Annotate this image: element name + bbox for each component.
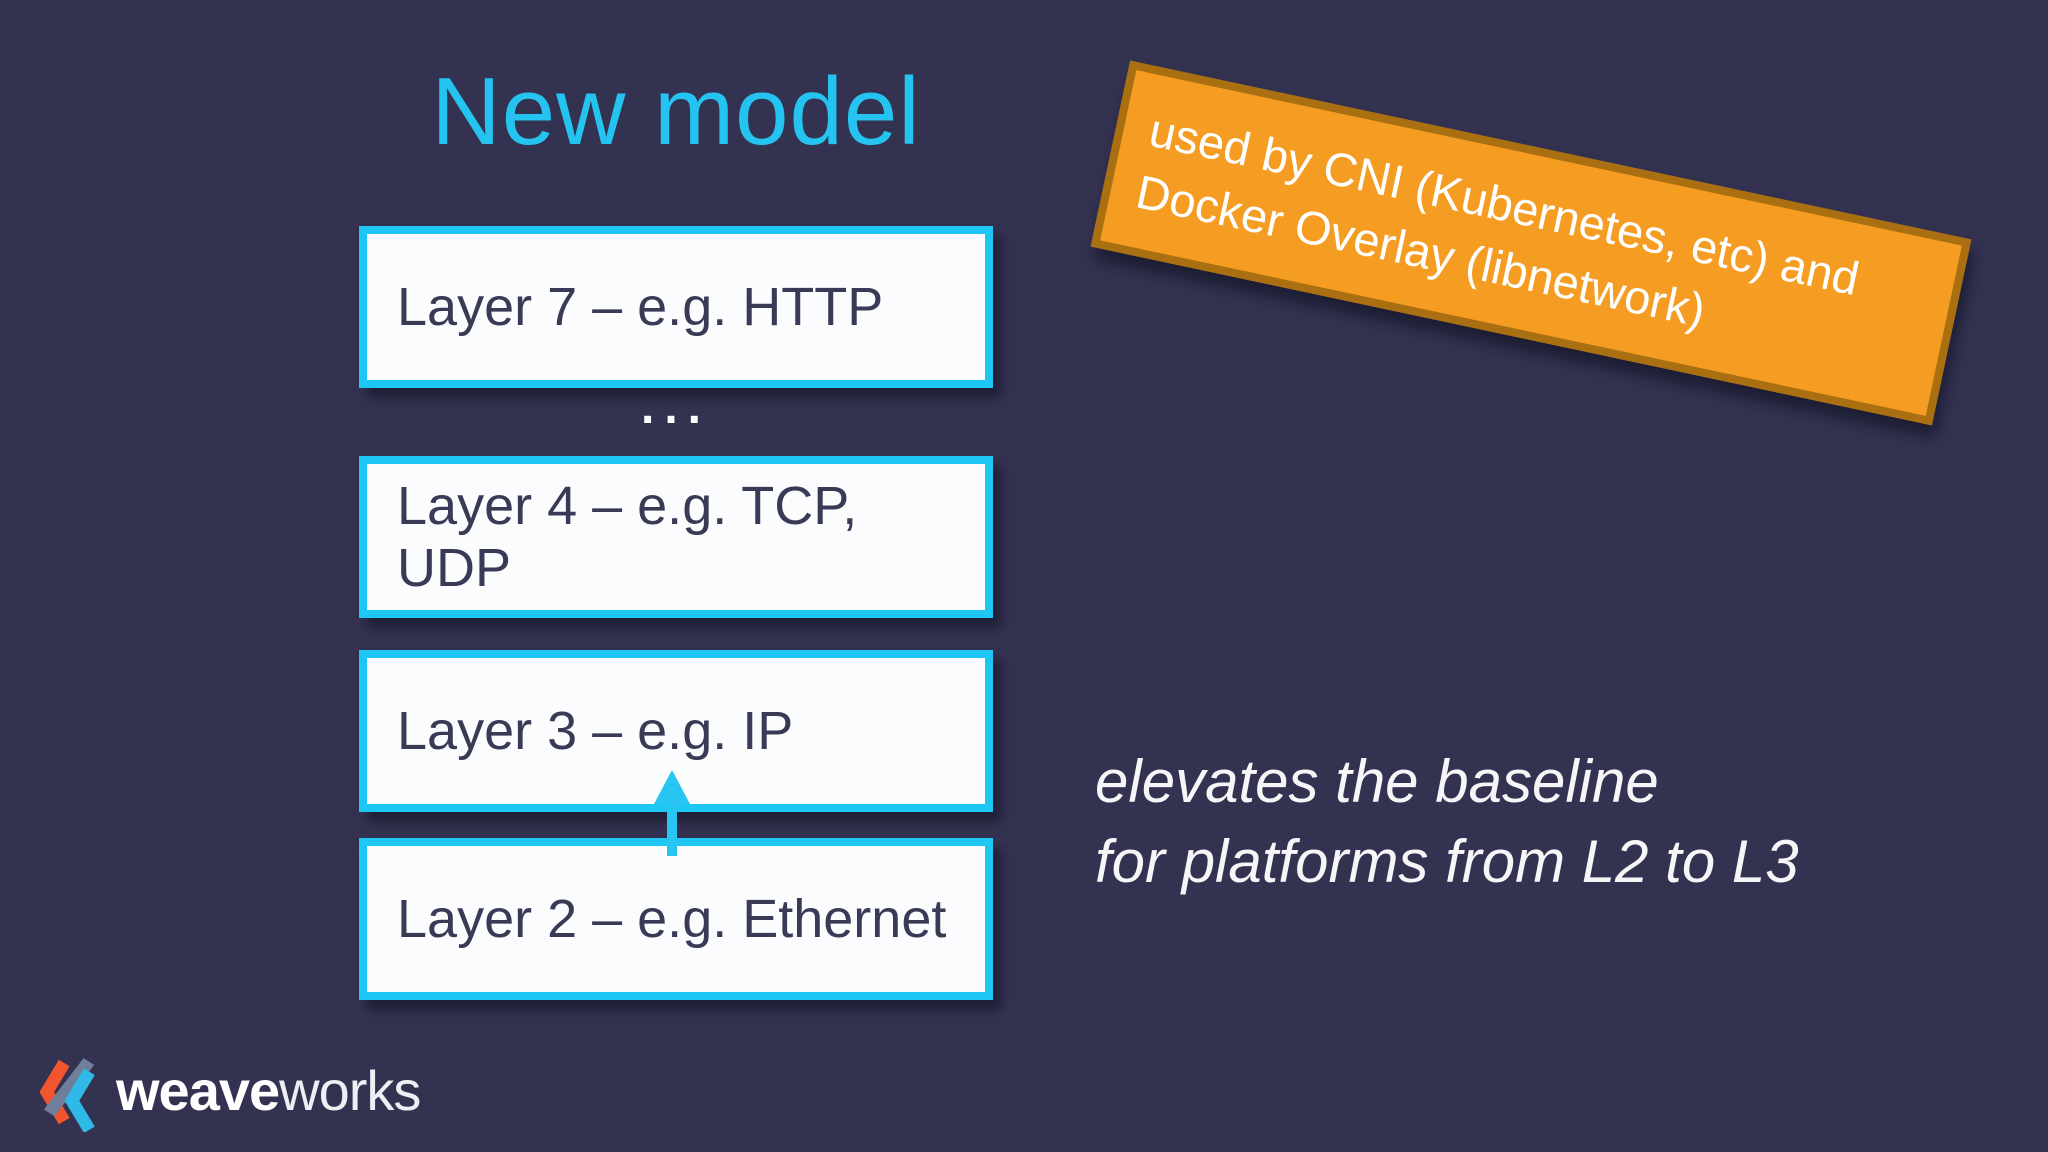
stack-ellipsis: ... <box>640 381 711 434</box>
layer-box-2: Layer 2 – e.g. Ethernet <box>359 838 993 1000</box>
weaveworks-logo-icon <box>40 1058 95 1132</box>
weaveworks-wordmark: weaveworks <box>116 1063 421 1125</box>
logo-word-bold: weave <box>116 1059 280 1122</box>
annotation-line-2: for platforms from L2 to L3 <box>1095 827 1799 895</box>
weaveworks-logo: weaveworks <box>40 1056 421 1132</box>
layer-box-3-label: Layer 3 – e.g. IP <box>397 701 794 761</box>
logo-word-light: works <box>279 1059 421 1122</box>
layer-box-2-label: Layer 2 – e.g. Ethernet <box>397 889 947 949</box>
annotation-line-1: elevates the baseline <box>1095 748 1659 815</box>
slide-title: New model <box>431 58 921 165</box>
up-arrow-icon <box>654 770 690 856</box>
layer-box-4-label: Layer 4 – e.g. TCP, UDP <box>397 476 858 598</box>
layer-box-4: Layer 4 – e.g. TCP, UDP <box>359 456 993 618</box>
annotation-text: elevates the baseline for platforms from… <box>1095 742 1799 902</box>
layer-box-7-label: Layer 7 – e.g. HTTP <box>397 277 884 337</box>
layer-box-7: Layer 7 – e.g. HTTP <box>359 226 993 388</box>
cni-banner: used by CNI (Kubernetes, etc) and Docker… <box>1090 60 1972 426</box>
